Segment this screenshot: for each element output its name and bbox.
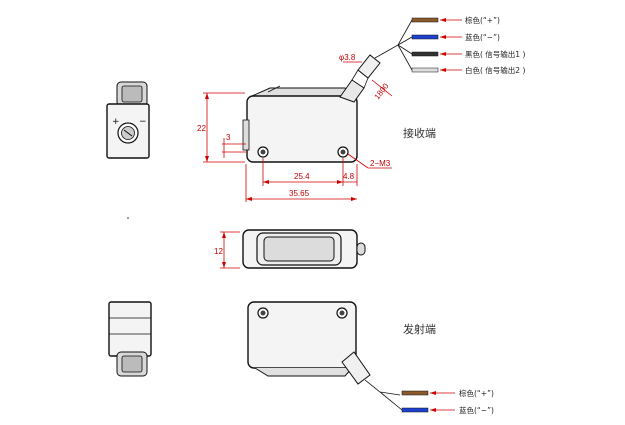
wire-brown: [411, 17, 439, 23]
receiver-wires: 棕色(“+”) 蓝色(“−”) 黑色( 信号输出1 ) 白色( 信号输出2 ): [411, 15, 525, 75]
dim-cable-len: 1800: [372, 81, 390, 101]
svg-text:+: +: [112, 117, 120, 127]
wire-label-black: 黑色( 信号输出1 ): [465, 49, 525, 59]
emitter-wire-brown: [401, 390, 429, 396]
dim-edge: 4.8: [343, 172, 355, 181]
emitter-title: 发射端: [403, 322, 436, 336]
emitter-side-view: [108, 301, 152, 377]
receiver-title: 接收端: [403, 126, 436, 140]
emitter-wires: 棕色(“+”) 蓝色(“−”): [401, 388, 494, 415]
dim-cable-dia: φ3.8: [339, 53, 356, 62]
top-view: 12: [214, 229, 366, 269]
receiver-front-view: [242, 19, 413, 163]
emitter-wire-label-brown: 棕色(“+”): [459, 388, 494, 398]
wire-blue: [411, 34, 439, 40]
wire-label-white: 白色( 信号输出2 ): [465, 65, 525, 75]
wire-black: [411, 51, 439, 57]
emitter-wire-label-blue: 蓝色(“−”): [459, 405, 494, 415]
dim-length: 35.65: [289, 189, 310, 198]
dim-offset: 3: [226, 133, 231, 142]
dim-holes: 2−M3: [370, 159, 391, 168]
wire-white: [411, 67, 439, 73]
dim-thickness: 12: [214, 247, 223, 256]
wire-label-blue: 蓝色(“−”): [465, 32, 500, 42]
receiver-side-view: + −: [106, 81, 150, 159]
emitter-front-view: [247, 301, 403, 411]
emitter-wire-blue: [401, 407, 429, 413]
dim-height: 22: [197, 124, 206, 133]
svg-text:−: −: [139, 117, 147, 127]
dim-hole-spacing: 25.4: [294, 172, 310, 181]
wire-label-brown: 棕色(“+”): [465, 15, 500, 25]
